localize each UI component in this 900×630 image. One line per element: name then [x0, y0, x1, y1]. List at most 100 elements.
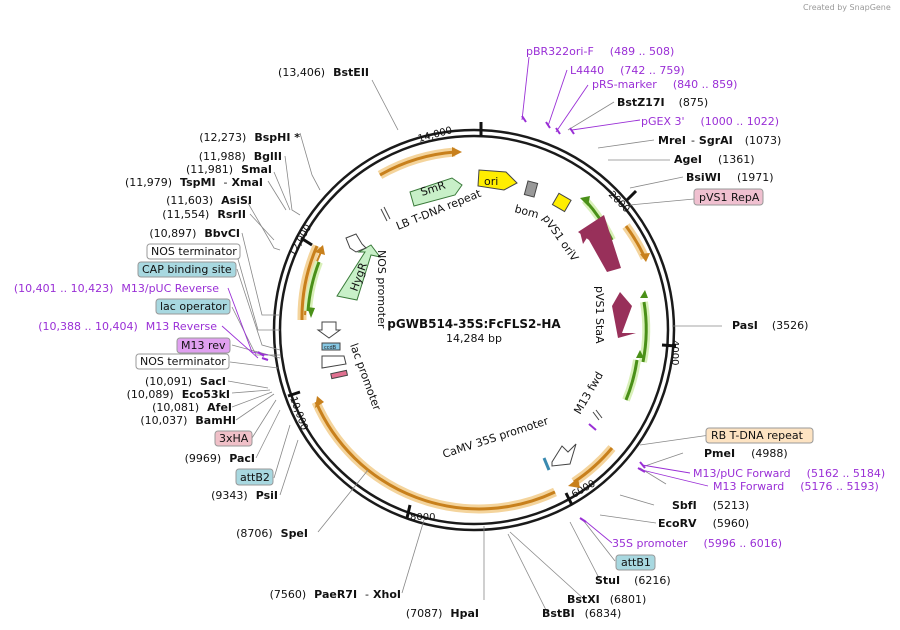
nos-term-box-2 [135, 353, 230, 370]
ha3-text: 3xHA [219, 432, 249, 445]
lb-mark-b [380, 208, 388, 222]
tick-14000: 14,000 [417, 125, 454, 145]
primer-labels: pBR322ori-F(489 .. 508) L4440(742 .. 759… [14, 45, 885, 550]
site-pmei: PmeI(4988) [704, 447, 788, 460]
site-asisi: (11,603)AsiSI [166, 194, 252, 207]
nos-promoter-arrow [345, 233, 367, 253]
attb1-text: attB1 [621, 556, 651, 569]
pvs1-staa-label: pVS1 StaA [593, 286, 606, 344]
site-spei: (8706)SpeI [236, 527, 308, 540]
site-paer7i: (7560)PaeR7I-XhoI [270, 588, 401, 601]
site-eco53ki: (10,089)Eco53kI [127, 388, 230, 401]
lb-mark-a [383, 206, 391, 220]
site-bsphi: (12,273)BspHI * [199, 131, 300, 144]
bom-label: bom [513, 202, 540, 221]
plasmid-name: pGWB514-35S:FcFLS2-HA [387, 317, 561, 331]
sites-left: (13,406)BstEII (12,273)BspHI * (11,988)B… [125, 66, 479, 620]
site-bstz17i: BstZ17I(875) [617, 96, 708, 109]
attb2-text: attB2 [240, 471, 270, 484]
site-bstbi: BstBI(6834) [542, 607, 621, 620]
bom-box [523, 180, 539, 198]
ccdb-label: ccdB [324, 345, 337, 351]
camv-arrow [551, 443, 577, 467]
nos-term-text-2: NOS terminator [140, 355, 226, 368]
pvs1-staa-arrow [612, 292, 636, 338]
ha3-box [214, 430, 253, 447]
attb1-box [615, 554, 656, 571]
plasmid-size: 14,284 bp [446, 332, 502, 345]
primer-35s: 35S promoter(5996 .. 6016) [612, 537, 782, 550]
ori-label: ori [484, 175, 498, 188]
lac-promoter-label: lac promoter [347, 342, 383, 413]
site-bsteii: (13,406)BstEII [278, 66, 369, 79]
tick-10000: 10,000 [287, 395, 309, 432]
smr-feature: SmR [409, 177, 463, 207]
site-tspmi: (11,979)TspMI-XmaI [125, 176, 263, 189]
primer-marks [257, 115, 646, 523]
m13fwd-mark-a [595, 409, 603, 419]
site-psii: (9343)PsiI [211, 489, 278, 502]
cap-site-box [137, 261, 237, 278]
nos-term-arrow [316, 321, 342, 339]
primer-m13puc-fwd: M13/pUC Forward(5162 .. 5184) [693, 467, 885, 480]
cap-site-text: CAP binding site [142, 263, 232, 276]
primer-leaders [221, 56, 709, 544]
site-sbfi: SbfI(5213) [672, 499, 749, 512]
leader-lines [227, 79, 722, 613]
ccdb-box [321, 342, 341, 351]
primer-m13-fwd: M13 Forward(5176 .. 5193) [713, 480, 879, 493]
m13fwd-mark-b [592, 411, 600, 421]
site-paci: (9969)PacI [185, 452, 255, 465]
snapgene-credit: Created by SnapGene [803, 3, 891, 12]
site-bbvci: (10,897)BbvCI [149, 227, 240, 240]
m13rev-marker [330, 369, 349, 380]
rb-tdna-box [705, 427, 814, 444]
site-smai: (11,981)SmaI [186, 163, 272, 176]
tick-marks [287, 122, 677, 519]
m13rev-box [176, 337, 231, 354]
tick-4000: 4000 [669, 340, 680, 365]
lac-op-box [155, 298, 231, 315]
primer-pbr322orif: pBR322ori-F(489 .. 508) [526, 45, 674, 58]
nos-term-text-1: NOS terminator [151, 245, 237, 258]
primer-m13puc-rev: (10,401 .. 10,423)M13/pUC Reverse [14, 282, 219, 295]
site-hpai: (7087)HpaI [406, 607, 479, 620]
camv-label: CaMV 35S promoter [441, 414, 551, 461]
primer-prsmarker: pRS-marker(840 .. 859) [592, 78, 737, 91]
site-bamhi: (10,037)BamHI [140, 414, 236, 427]
nos-promoter-label: NOS promoter [375, 250, 388, 329]
site-rsrii: (11,554)RsrII [162, 208, 246, 221]
pvs1-repa-arrowhead [580, 230, 592, 244]
site-bglii: (11,988)BglII [199, 150, 282, 163]
pvs1-oriv-box [551, 192, 572, 213]
site-bstxi: BstXI(6801) [567, 593, 646, 606]
primer-m13-rev: (10,388 .. 10,404)M13 Reverse [38, 320, 217, 333]
hygr-label: HygR [348, 261, 370, 293]
site-stui: StuI(6216) [595, 574, 671, 587]
site-saci: (10,091)SacI [145, 375, 226, 388]
site-mrei: MreI-SgrAI(1073) [658, 134, 781, 147]
m13fwd-label: M13 fwd [571, 370, 606, 417]
sites-right: BstZ17I(875) MreI-SgrAI(1073) AgeI(1361)… [542, 96, 808, 620]
tick-8000: 8000 [410, 512, 435, 523]
rb-tdna-text: RB T-DNA repeat [711, 429, 804, 442]
site-agei: AgeI(1361) [674, 153, 755, 166]
attb2-box [235, 468, 274, 486]
lac-op-text: lac operator [160, 300, 227, 313]
primer-pgex3: pGEX 3'(1000 .. 1022) [641, 115, 779, 128]
site-pasi: PasI(3526) [732, 319, 808, 332]
camv-marker [542, 457, 551, 471]
pvs1-oriv-label: pVS1 oriV [540, 212, 582, 264]
primer-l4440: L4440(742 .. 759) [570, 64, 685, 77]
site-ecorv: EcoRV(5960) [658, 517, 749, 530]
boxed-labels: pVS1 RepA RB T-DNA repeat attB1 attB2 3x… [135, 188, 814, 571]
pvs1-repa-box [693, 188, 764, 206]
site-bsiwi: BsiWI(1971) [686, 171, 774, 184]
lac-promoter-arrow [321, 355, 347, 369]
nos-term-box-1 [146, 243, 241, 260]
pvs1-repa-arrow [578, 215, 621, 272]
site-afei: (10,081)AfeI [152, 401, 232, 414]
arc-arrowheads [307, 147, 650, 488]
pvs1-repa-text: pVS1 RepA [699, 191, 760, 204]
